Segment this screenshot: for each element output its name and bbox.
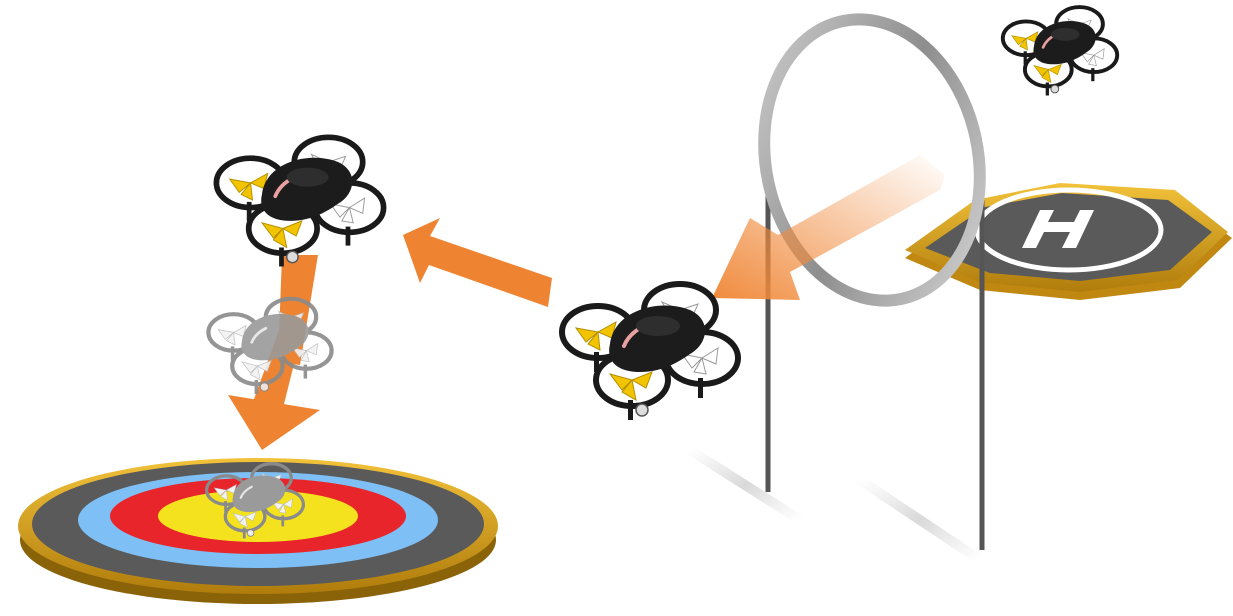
arrow-icon	[403, 218, 552, 307]
ground-shadows	[690, 450, 980, 560]
drone-icon	[216, 137, 383, 266]
drone-icon	[1003, 7, 1117, 95]
drone-icon	[562, 284, 738, 420]
drone-icon	[208, 299, 331, 394]
helipad-icon	[905, 183, 1232, 300]
